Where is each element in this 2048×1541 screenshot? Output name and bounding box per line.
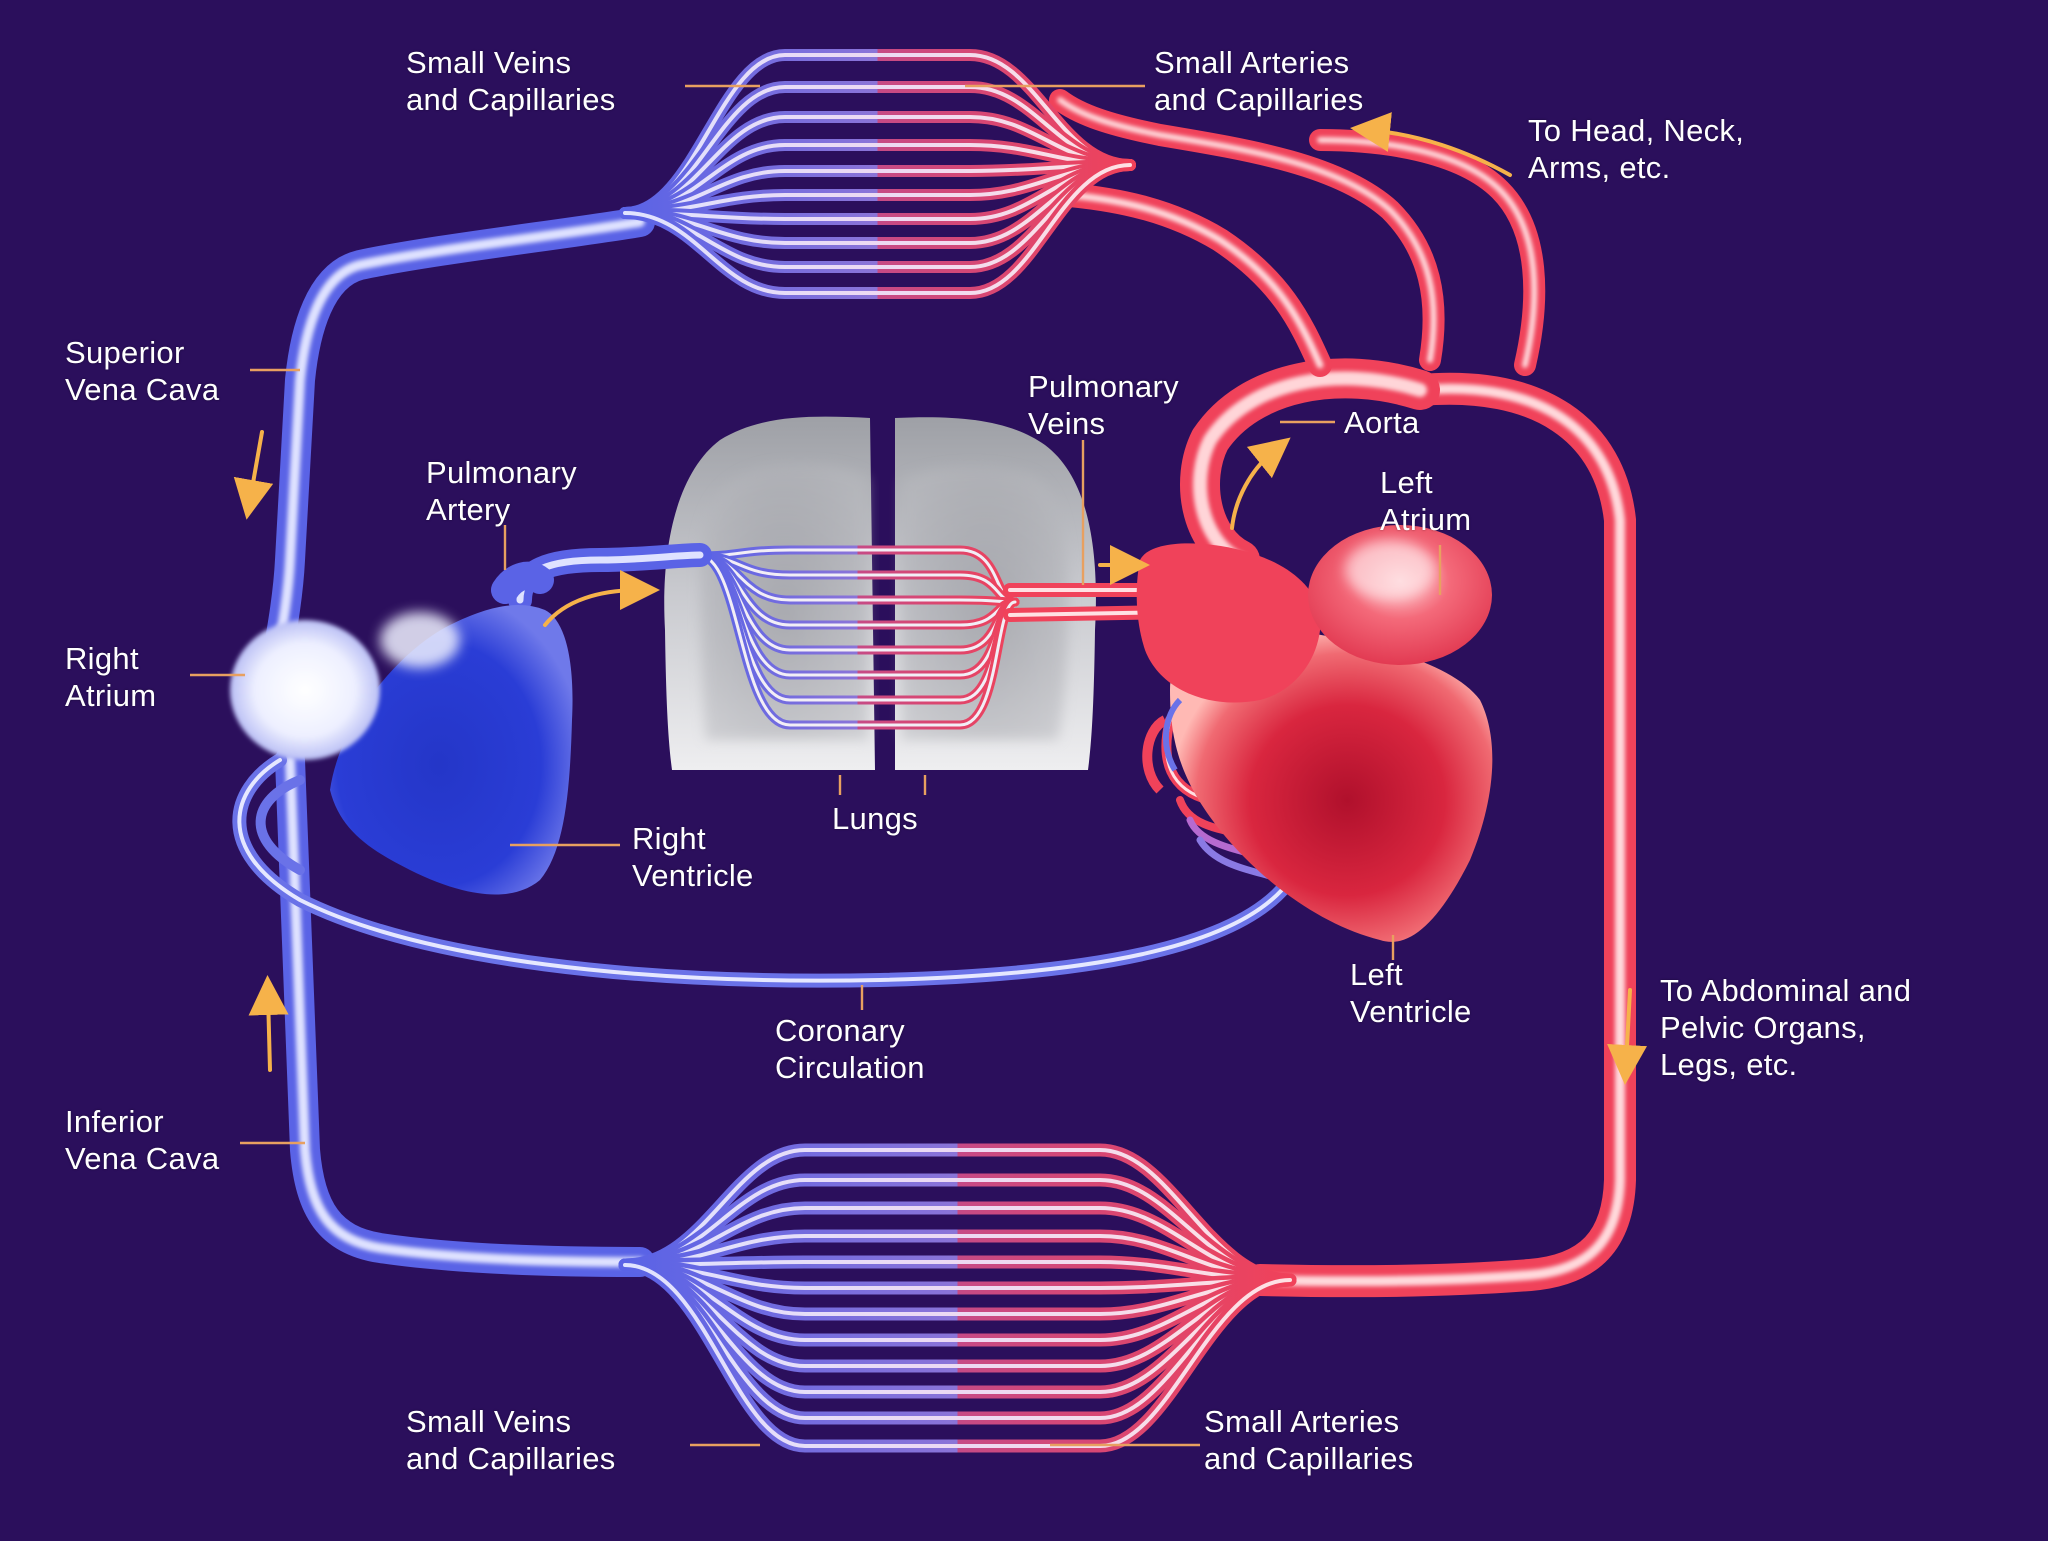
label-line: Left xyxy=(1350,957,1403,992)
label-line: Small Veins xyxy=(406,1404,572,1439)
top-capillary-bed xyxy=(619,49,1136,299)
label-line: and Capillaries xyxy=(406,1441,616,1476)
arrow-pulmonary-artery xyxy=(543,570,660,627)
label-line: Right xyxy=(65,641,139,676)
label-line: Lungs xyxy=(832,801,918,836)
label-coronary-circulation: Coronary Circulation xyxy=(775,1012,925,1086)
label-line: Atrium xyxy=(65,678,157,713)
label-line: To Head, Neck, xyxy=(1528,113,1745,148)
label-left-atrium: Left Atrium xyxy=(1380,464,1471,538)
label-line: and Capillaries xyxy=(1154,82,1364,117)
lung-vessels xyxy=(695,545,1020,730)
label-line: Right xyxy=(632,821,706,856)
label-to-head: To Head, Neck, Arms, etc. xyxy=(1528,112,1744,186)
left-heart xyxy=(1136,525,1493,942)
label-lungs: Lungs xyxy=(832,800,918,837)
label-small-veins-bottom: Small Veins and Capillaries xyxy=(406,1403,616,1477)
right-atrium-shape xyxy=(230,620,380,760)
lung-vessel-8-highlight xyxy=(698,554,1017,727)
label-superior-vena-cava: Superior Vena Cava xyxy=(65,334,219,408)
label-line: Left xyxy=(1380,465,1433,500)
label-line: Inferior xyxy=(65,1104,164,1139)
label-line: Pulmonary xyxy=(1028,369,1179,404)
label-line: Legs, etc. xyxy=(1660,1047,1798,1082)
label-line: Aorta xyxy=(1344,405,1420,440)
label-left-ventricle: Left Ventricle xyxy=(1350,956,1472,1030)
label-line: and Capillaries xyxy=(406,82,616,117)
arrow-aorta xyxy=(1230,437,1291,530)
label-aorta: Aorta xyxy=(1344,404,1420,441)
right-ventricle-shape xyxy=(330,605,573,895)
label-small-veins-top: Small Veins and Capillaries xyxy=(406,44,616,118)
label-line: Vena Cava xyxy=(65,1141,220,1176)
label-line: Ventricle xyxy=(632,858,754,893)
label-line: Circulation xyxy=(775,1050,925,1085)
top-capillary-10-highlight xyxy=(623,163,1132,295)
label-right-atrium: Right Atrium xyxy=(65,640,156,714)
label-right-ventricle: Right Ventricle xyxy=(632,820,754,894)
label-line: Vena Cava xyxy=(65,372,220,407)
label-line: Coronary xyxy=(775,1013,905,1048)
label-line: Pelvic Organs, xyxy=(1660,1010,1866,1045)
label-small-arteries-bottom: Small Arteries and Capillaries xyxy=(1204,1403,1414,1477)
label-line: Superior xyxy=(65,335,185,370)
label-line: To Abdominal and xyxy=(1660,973,1912,1008)
label-inferior-vena-cava: Inferior Vena Cava xyxy=(65,1103,219,1177)
label-line: Atrium xyxy=(1380,502,1472,537)
label-line: and Capillaries xyxy=(1204,1441,1414,1476)
label-line: Small Veins xyxy=(406,45,572,80)
label-line: Small Arteries xyxy=(1154,45,1350,80)
label-line: Artery xyxy=(426,492,511,527)
label-to-abdominal: To Abdominal and Pelvic Organs, Legs, et… xyxy=(1660,972,1911,1083)
leader-lines xyxy=(190,84,1442,1447)
right-heart xyxy=(230,561,573,895)
label-line: Small Arteries xyxy=(1204,1404,1400,1439)
head-artery-1 xyxy=(1058,183,1332,377)
flow-arrows xyxy=(233,112,1648,1085)
label-line: Pulmonary xyxy=(426,455,577,490)
arrow-inferior-vena-cava xyxy=(248,975,289,1072)
label-line: Arms, etc. xyxy=(1528,150,1671,185)
bottom-capillary-12-highlight xyxy=(623,1263,1292,1448)
arrow-to-head xyxy=(1350,112,1512,177)
label-line: Veins xyxy=(1028,406,1106,441)
left-ventricle-shape xyxy=(1170,627,1493,942)
arrow-superior-vena-cava xyxy=(233,430,274,520)
label-pulmonary-artery: Pulmonary Artery xyxy=(426,454,577,528)
label-pulmonary-veins: Pulmonary Veins xyxy=(1028,368,1179,442)
label-line: Ventricle xyxy=(1350,994,1472,1029)
arrow-to-abdominal xyxy=(1607,988,1648,1085)
label-small-arteries-top: Small Arteries and Capillaries xyxy=(1154,44,1364,118)
bottom-capillary-bed xyxy=(618,1143,1297,1453)
